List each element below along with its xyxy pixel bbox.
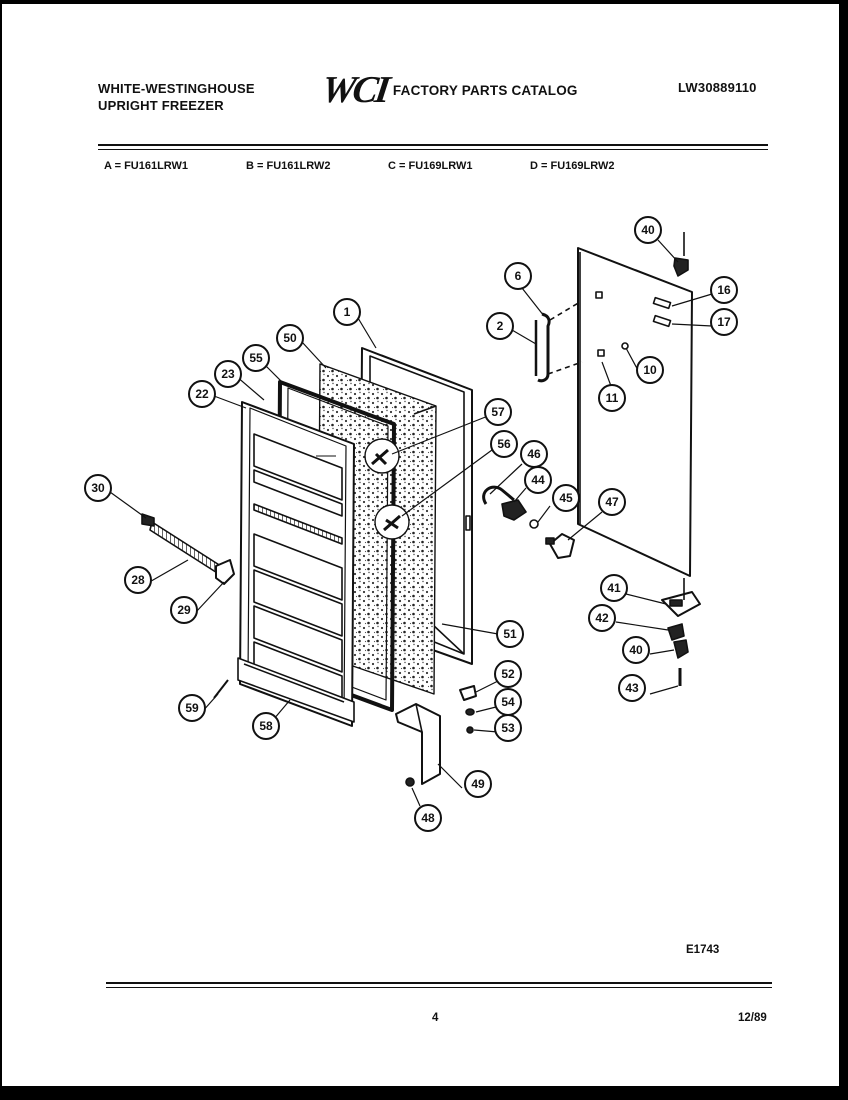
callout-41: 41 <box>600 574 628 602</box>
svg-text:40: 40 <box>641 223 655 237</box>
model-c: C = FU169LRW1 <box>388 160 473 172</box>
svg-text:58: 58 <box>259 719 273 733</box>
callout-2: 2 <box>486 312 514 340</box>
leader-lines <box>109 239 713 807</box>
catalog-page: WHITE-WESTINGHOUSE UPRIGHT FREEZER WCI F… <box>2 4 839 1086</box>
callout-43: 43 <box>618 674 646 702</box>
svg-text:56: 56 <box>497 437 511 451</box>
door-handle <box>534 301 583 383</box>
svg-text:30: 30 <box>91 481 105 495</box>
header-rule-top <box>98 144 768 146</box>
svg-text:43: 43 <box>625 681 639 695</box>
svg-text:17: 17 <box>717 315 731 329</box>
callout-58: 58 <box>252 712 280 740</box>
svg-text:46: 46 <box>527 447 541 461</box>
model-d: D = FU169LRW2 <box>530 160 615 172</box>
svg-text:1: 1 <box>344 305 351 319</box>
catalog-number: LW30889110 <box>678 80 757 95</box>
callout-22: 22 <box>188 380 216 408</box>
callouts: 1 2 6 10 11 16 17 22 23 28 29 30 40 41 4… <box>84 216 738 832</box>
brand-name: WHITE-WESTINGHOUSE <box>98 81 255 96</box>
detail-circle-56 <box>374 504 410 540</box>
kickplate-bracket <box>395 703 441 787</box>
callout-51: 51 <box>496 620 524 648</box>
callout-29: 29 <box>170 596 198 624</box>
revision-date: 12/89 <box>738 1012 767 1024</box>
callout-52: 52 <box>494 660 522 688</box>
svg-text:23: 23 <box>221 367 235 381</box>
callout-40-top: 40 <box>634 216 662 244</box>
inner-door-liner <box>239 401 355 727</box>
figure-id: E1743 <box>686 944 720 956</box>
svg-text:22: 22 <box>195 387 209 401</box>
door-stop-bracket <box>141 513 235 585</box>
callout-11: 11 <box>598 384 626 412</box>
callout-56: 56 <box>490 430 518 458</box>
svg-text:11: 11 <box>606 391 619 405</box>
svg-text:52: 52 <box>501 667 515 681</box>
catalog-title: FACTORY PARTS CATALOG <box>392 82 578 98</box>
svg-text:45: 45 <box>559 491 573 505</box>
svg-text:53: 53 <box>501 721 515 735</box>
callout-49: 49 <box>464 770 492 798</box>
svg-text:28: 28 <box>131 573 145 587</box>
svg-text:51: 51 <box>503 627 517 641</box>
svg-text:50: 50 <box>283 331 297 345</box>
callout-54: 54 <box>494 688 522 716</box>
svg-text:59: 59 <box>185 701 199 715</box>
svg-text:16: 16 <box>717 283 731 297</box>
callout-16: 16 <box>710 276 738 304</box>
callout-45: 45 <box>552 484 580 512</box>
brand-block: WHITE-WESTINGHOUSE UPRIGHT FREEZER <box>98 80 255 114</box>
footer-rule-top <box>106 982 772 984</box>
model-b: B = FU161LRW2 <box>246 160 331 172</box>
svg-text:2: 2 <box>497 319 504 333</box>
header-rule-bottom <box>98 149 768 150</box>
callout-28: 28 <box>124 566 152 594</box>
callout-6: 6 <box>504 262 532 290</box>
callout-17: 17 <box>710 308 738 336</box>
bottom-trim <box>237 657 355 723</box>
catalog-heading: WCI FACTORY PARTS CATALOG <box>319 68 578 112</box>
svg-text:6: 6 <box>515 269 522 283</box>
callout-55: 55 <box>242 344 270 372</box>
callout-42: 42 <box>588 604 616 632</box>
svg-text:55: 55 <box>249 351 263 365</box>
exploded-parts-diagram: 1 2 6 10 11 16 17 22 23 28 29 30 40 41 4… <box>84 216 738 832</box>
product-type: UPRIGHT FREEZER <box>98 98 224 113</box>
callout-48: 48 <box>414 804 442 832</box>
svg-text:44: 44 <box>531 473 545 487</box>
callout-44: 44 <box>524 466 552 494</box>
bottom-hinge <box>661 578 701 686</box>
svg-text:57: 57 <box>491 405 505 419</box>
svg-text:42: 42 <box>595 611 609 625</box>
svg-text:41: 41 <box>607 581 621 595</box>
svg-text:47: 47 <box>605 495 619 509</box>
svg-text:54: 54 <box>501 695 515 709</box>
svg-text:29: 29 <box>177 603 191 617</box>
callout-10: 10 <box>636 356 664 384</box>
callout-50: 50 <box>276 324 304 352</box>
page-number: 4 <box>432 1012 439 1024</box>
svg-text:10: 10 <box>643 363 657 377</box>
svg-text:49: 49 <box>471 777 485 791</box>
callout-40-bottom: 40 <box>622 636 650 664</box>
detail-circle-57 <box>364 438 400 474</box>
callout-1: 1 <box>333 298 361 326</box>
model-a: A = FU161LRW1 <box>104 160 189 172</box>
footer-rule-bottom <box>106 987 772 988</box>
outer-door-panel <box>577 247 693 577</box>
top-hinge-pin <box>673 232 689 277</box>
callout-23: 23 <box>214 360 242 388</box>
callout-47: 47 <box>598 488 626 516</box>
svg-text:40: 40 <box>629 643 643 657</box>
callout-59: 59 <box>178 694 206 722</box>
callout-57: 57 <box>484 398 512 426</box>
svg-text:48: 48 <box>421 811 435 825</box>
callout-30: 30 <box>84 474 112 502</box>
callout-46: 46 <box>520 440 548 468</box>
callout-53: 53 <box>494 714 522 742</box>
